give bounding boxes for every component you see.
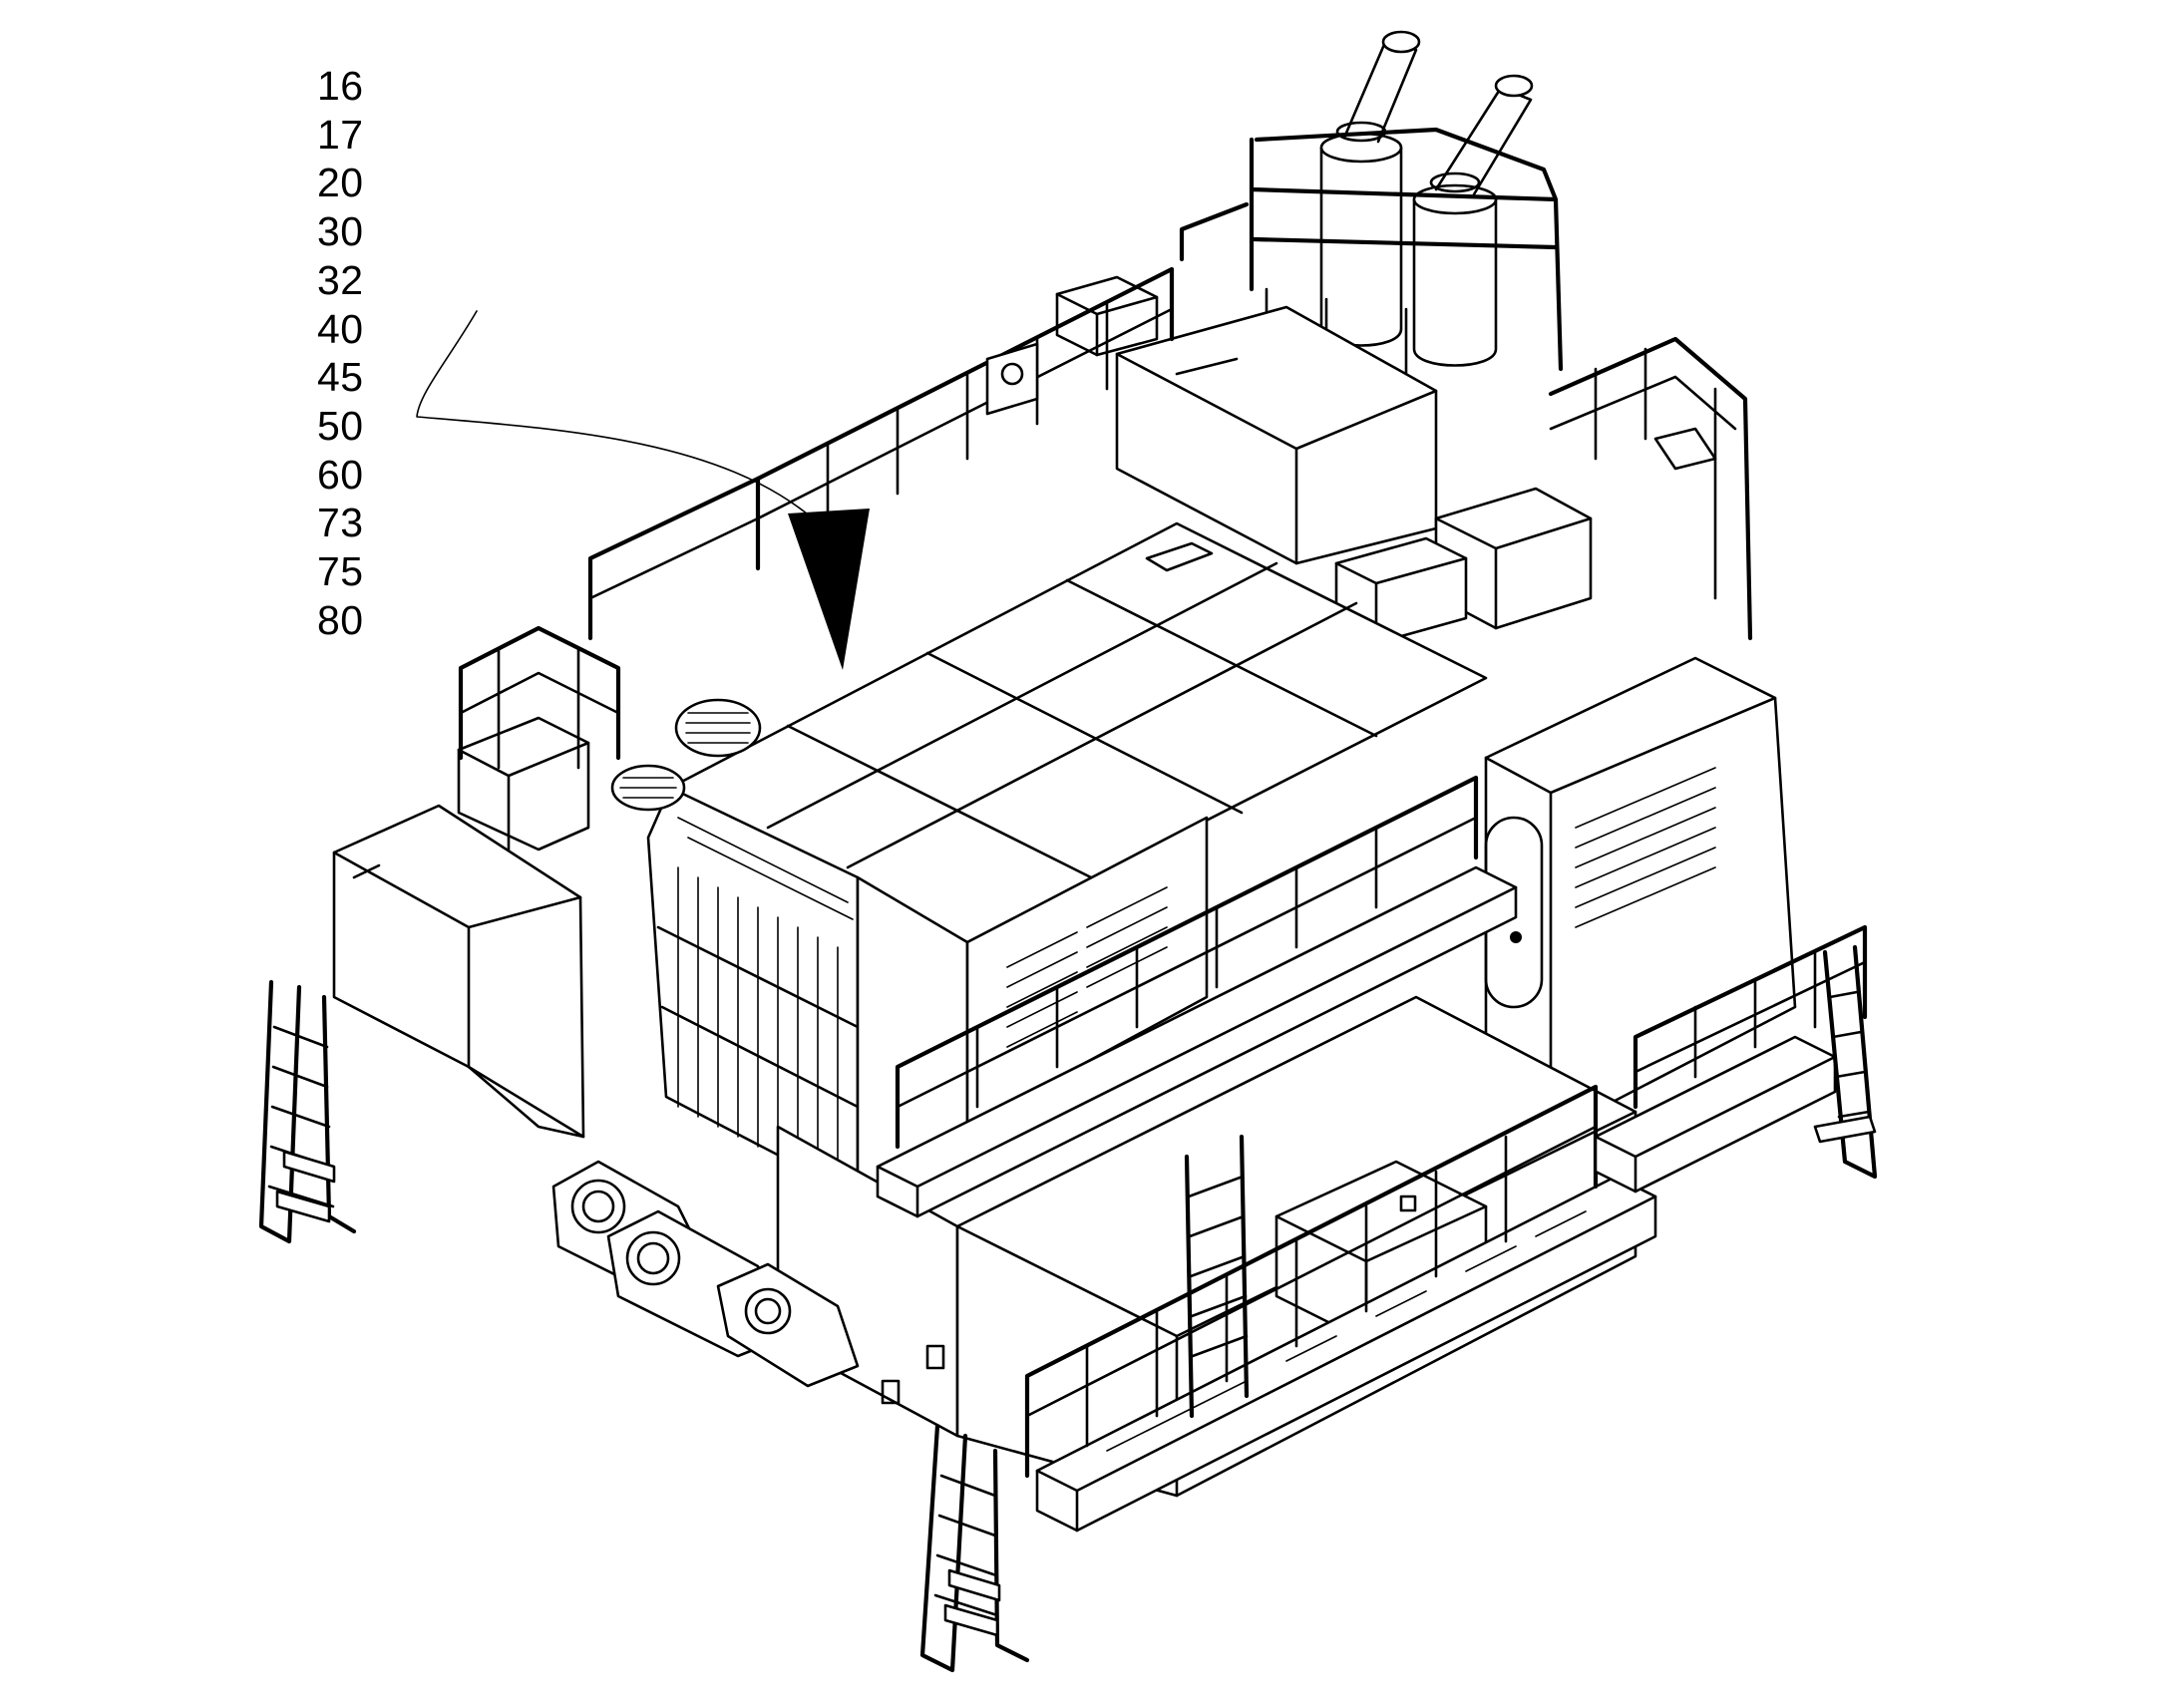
left-hopper <box>457 716 590 852</box>
right-walkway <box>1594 924 1868 1194</box>
engine-enclosure <box>1115 305 1438 565</box>
callout-number: 20 <box>317 160 364 206</box>
callout-number: 73 <box>317 500 364 546</box>
callout-number: 40 <box>317 305 364 352</box>
callout-number: 17 <box>317 111 364 158</box>
callout-number: 30 <box>317 208 364 255</box>
callout-number: 32 <box>317 256 364 303</box>
access-ladder-mid <box>1184 1134 1250 1419</box>
left-fuel-tank <box>332 804 585 1139</box>
callout-number: 75 <box>317 548 364 595</box>
left-guard-rail <box>458 476 761 770</box>
access-ladder-front <box>919 1423 1030 1673</box>
upper-guard-rail <box>755 201 1753 641</box>
access-ladder-right <box>1813 944 1878 1180</box>
callout-number: 50 <box>317 402 364 449</box>
callout-number: 45 <box>317 354 364 401</box>
callout-number: 16 <box>317 63 364 109</box>
exhaust-stack <box>1319 30 1421 347</box>
pointer-arrow <box>416 310 870 670</box>
callout-number: 60 <box>317 451 364 498</box>
callout-number-list: 16 17 20 30 32 40 45 50 60 73 75 80 <box>317 62 364 644</box>
boom-foot-lugs <box>551 1160 860 1388</box>
engine-detail <box>610 342 1717 812</box>
front-walkway <box>1035 1175 1657 1533</box>
access-ladder-left <box>258 979 357 1244</box>
callout-number: 80 <box>317 596 364 643</box>
mid-walkway <box>876 775 1518 1218</box>
exhaust-stack <box>1412 74 1534 367</box>
